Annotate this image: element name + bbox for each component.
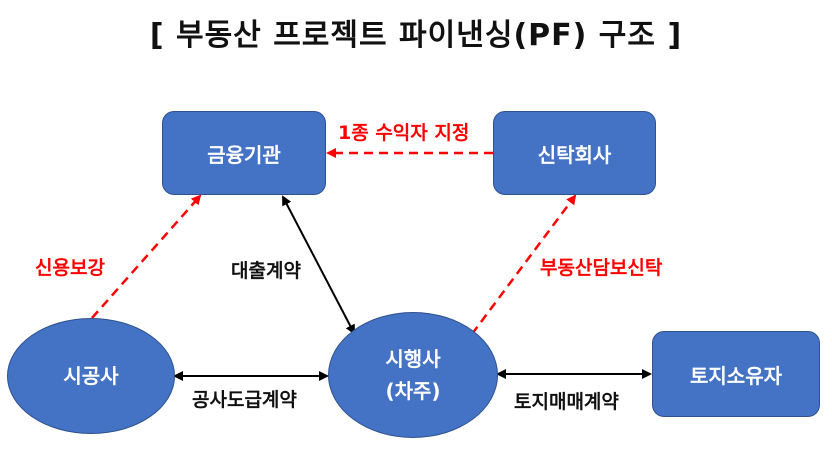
edge-label-loan-contract: 대출계약 [231, 260, 301, 282]
node-constructor-label: 시공사 [63, 364, 119, 388]
node-landowner: 토지소유자 [652, 331, 820, 417]
edge-constructor-to-financial [91, 194, 202, 319]
node-financial-institution-label: 금융기관 [207, 142, 281, 167]
node-constructor: 시공사 [7, 318, 175, 434]
edge-developer-to-trust [470, 194, 577, 335]
edge-label-construction-contract: 공사도급계약 [192, 389, 297, 411]
edge-label-land-contract: 토지매매계약 [514, 391, 619, 413]
edge-label-trust-to-financial: 1종 수익자 지정 [338, 122, 470, 144]
edge-loan-contract [282, 195, 355, 335]
node-landowner-label: 토지소유자 [690, 363, 782, 388]
node-developer-label: 시행사 [385, 347, 441, 371]
node-trust-company: 신탁회사 [493, 111, 656, 195]
node-trust-company-label: 신탁회사 [537, 142, 612, 167]
node-developer: 시행사 (차주) [328, 312, 498, 438]
node-financial-institution: 금융기관 [162, 111, 326, 195]
edge-label-credit-enhancement: 신용보강 [35, 257, 105, 279]
edge-label-collateral-trust: 부동산담보신탁 [540, 257, 663, 279]
diagram-title: [ 부동산 프로젝트 파이낸싱(PF) 구조 ] [149, 18, 683, 53]
node-developer-sublabel: (차주) [385, 379, 441, 403]
